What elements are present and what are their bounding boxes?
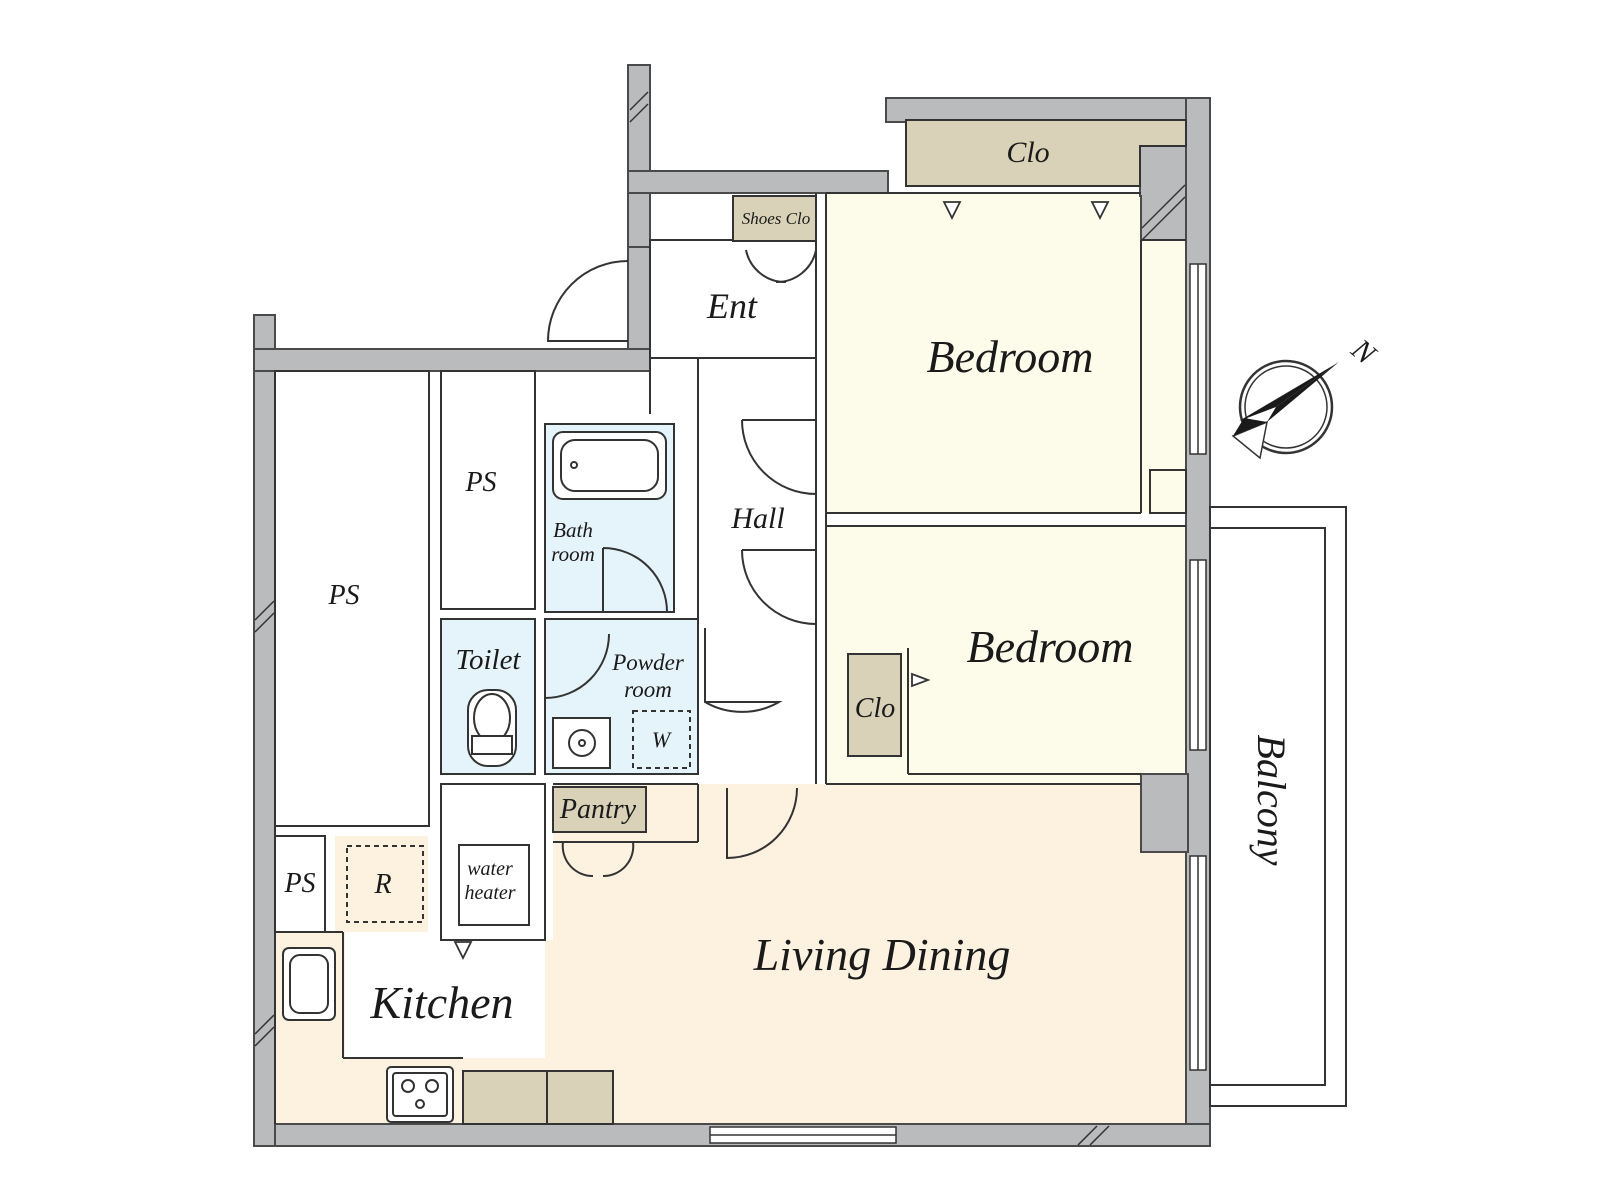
east-windows bbox=[1189, 263, 1207, 1071]
south-closet bbox=[847, 653, 902, 757]
closet-north-label: Clo bbox=[1006, 136, 1049, 169]
doors bbox=[544, 249, 817, 878]
living-dining-label: Living Dining bbox=[753, 929, 1011, 980]
toilet-fixture bbox=[467, 689, 517, 767]
entrance-label: Ent bbox=[706, 286, 758, 326]
north-bedroom-floor bbox=[826, 193, 1186, 513]
kitchen-counter-1 bbox=[462, 1070, 548, 1125]
fridge-alcove-floor bbox=[335, 836, 428, 932]
hall-label: Hall bbox=[730, 502, 784, 535]
north-closet bbox=[905, 119, 1187, 187]
powder-room-label-line1: Powder bbox=[611, 650, 685, 675]
shoes-closet-label: Shoes Clo bbox=[742, 209, 810, 228]
wall-ps-top bbox=[253, 348, 651, 372]
balcony-label: Balcony bbox=[1249, 734, 1294, 865]
south-window bbox=[709, 1126, 897, 1144]
bedroom-south-label: Bedroom bbox=[967, 621, 1134, 672]
water-heater-label-line1: water bbox=[467, 858, 513, 880]
wall-hatching bbox=[254, 91, 1186, 1146]
ps-mid-label: PS bbox=[464, 467, 496, 498]
water-heater bbox=[458, 844, 530, 926]
pantry-label: Pantry bbox=[559, 794, 637, 825]
pantry-shelf bbox=[552, 786, 647, 833]
kitchen-sink bbox=[282, 947, 336, 1021]
bathtub bbox=[552, 431, 667, 500]
north-arrow-icon bbox=[1231, 359, 1339, 460]
wall-entry-left bbox=[627, 246, 651, 350]
kitchen-counter-2 bbox=[546, 1070, 614, 1125]
wall-west bbox=[253, 314, 276, 1147]
washer-label: W bbox=[652, 727, 672, 752]
balcony-inner bbox=[1209, 527, 1326, 1086]
shoes-closet bbox=[732, 195, 817, 242]
compass-north-label: N bbox=[1344, 332, 1383, 372]
wall-entry-top bbox=[627, 170, 889, 194]
powder-room-label-line2: room bbox=[624, 677, 672, 702]
washer-space bbox=[632, 710, 691, 769]
living-dining-floor bbox=[275, 784, 1188, 1126]
interior-walls bbox=[274, 192, 1187, 1124]
toilet-label: Toilet bbox=[455, 644, 521, 676]
wall-top-north bbox=[885, 97, 1211, 123]
stove-icon bbox=[386, 1066, 454, 1123]
fridge-space bbox=[346, 845, 424, 923]
bathroom-label-line1: Bath bbox=[553, 518, 593, 542]
kitchen-label: Kitchen bbox=[369, 977, 513, 1028]
water-heater-label-line2: heater bbox=[464, 882, 515, 904]
bathroom-label-line2: room bbox=[551, 542, 595, 566]
powder-sink bbox=[552, 717, 611, 769]
wall-east-pier bbox=[1140, 773, 1189, 853]
closet-south-label: Clo bbox=[855, 693, 895, 724]
ps-small-label: PS bbox=[283, 868, 315, 899]
closet-door-marks bbox=[453, 201, 1110, 961]
ps-large-label: PS bbox=[327, 580, 359, 611]
bedroom-north-label: Bedroom bbox=[927, 331, 1094, 382]
fridge-label: R bbox=[373, 869, 391, 900]
